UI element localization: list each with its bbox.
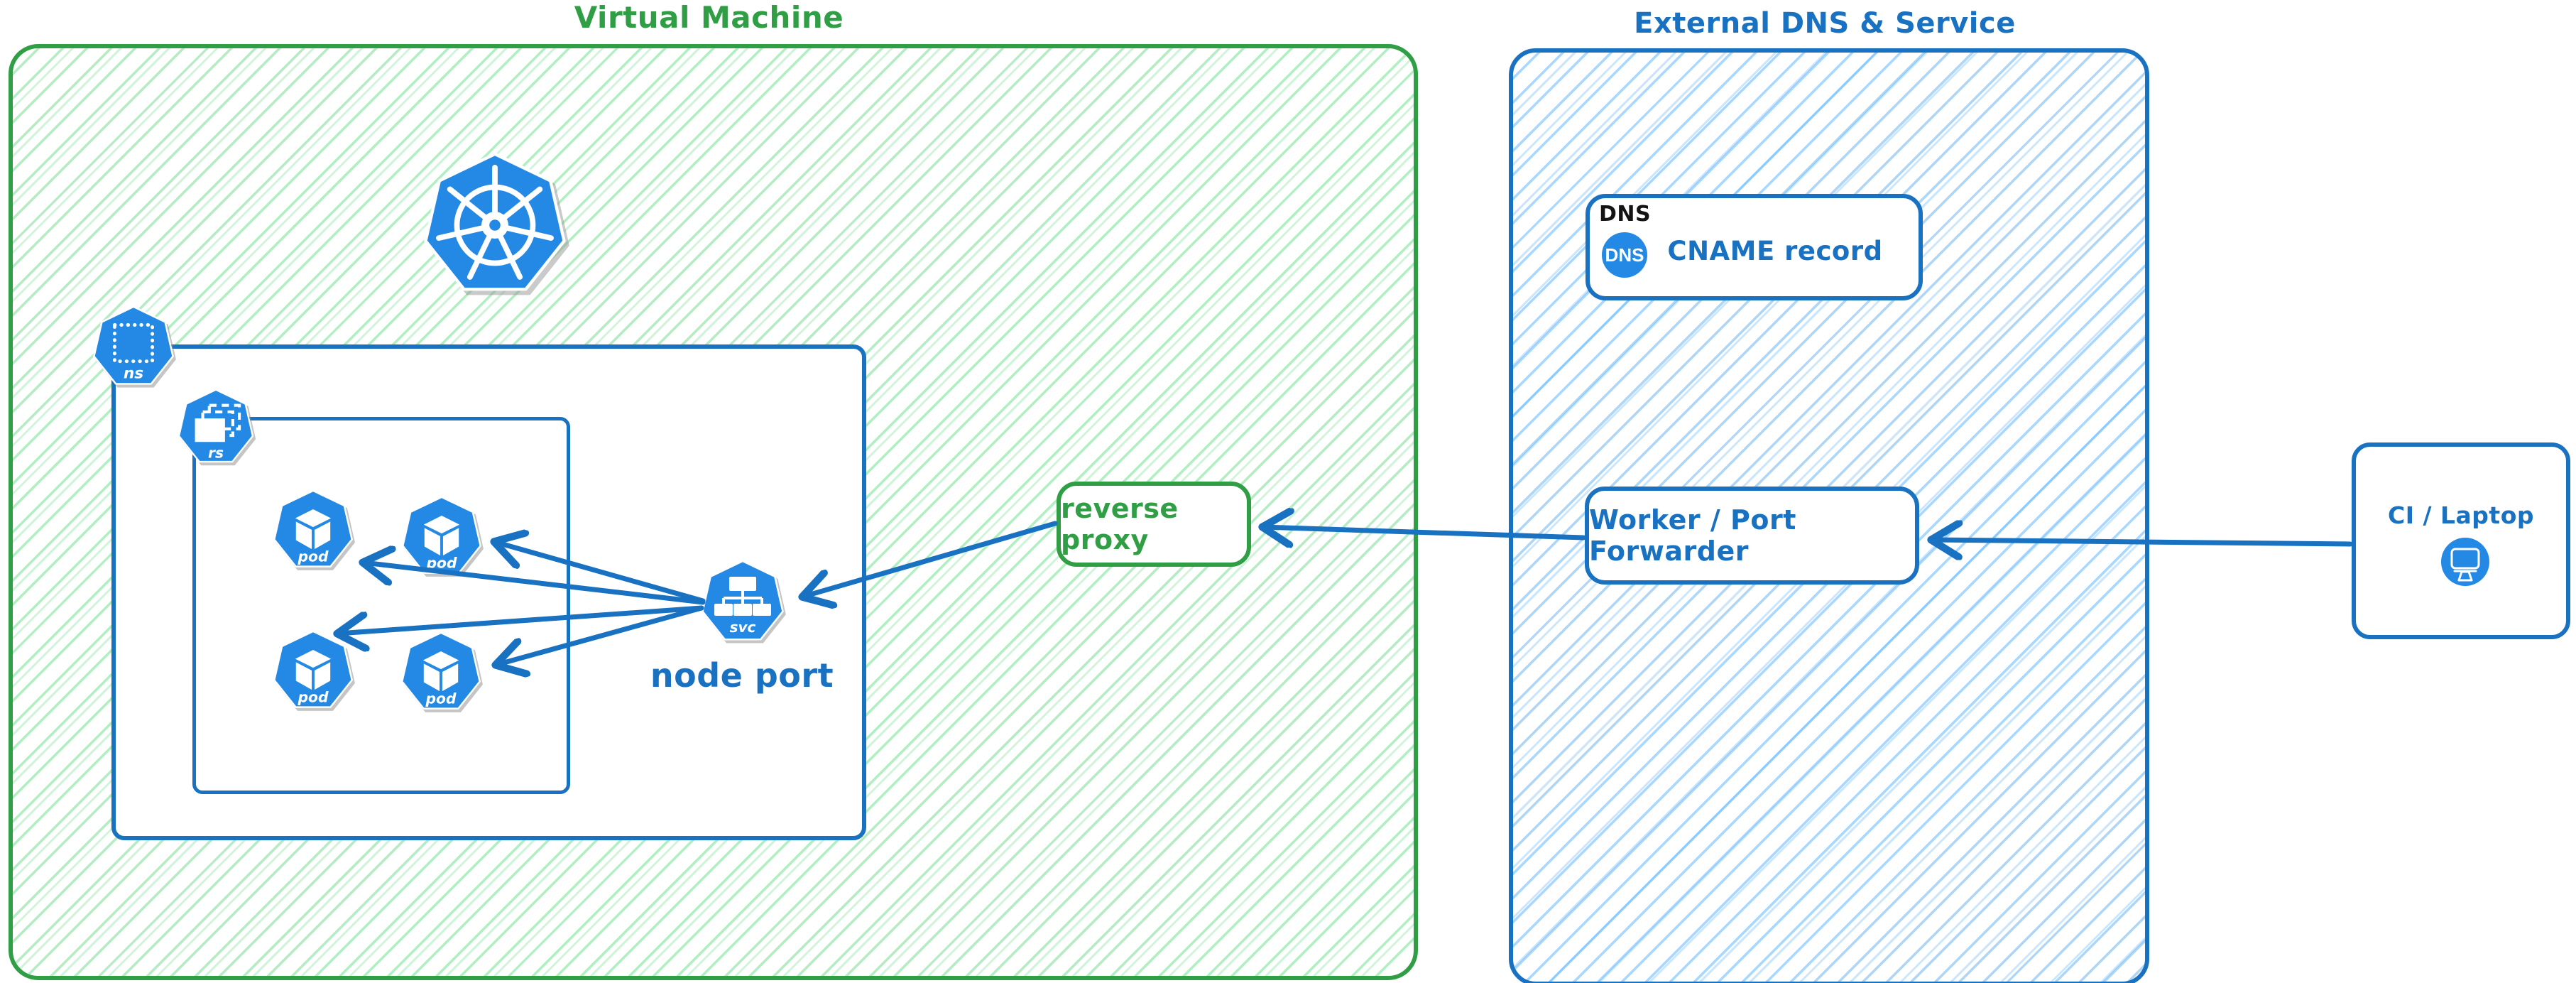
replicaset-icon: rs <box>175 387 256 468</box>
arrow-worker-to-reverseproxy <box>1263 527 1586 538</box>
ci-laptop-label: CI / Laptop <box>2387 501 2534 529</box>
pod-label: pod <box>297 548 328 565</box>
node-port-service-icon: svc <box>699 558 787 646</box>
replicaset-box <box>192 417 570 794</box>
arrow-svc-to-pod2 <box>495 542 706 604</box>
pod-label: pod <box>425 690 456 707</box>
arrow-reverseproxy-to-svc <box>803 521 1058 597</box>
worker-box: Worker / Port Forwarder <box>1585 487 1919 585</box>
arrow-svc-to-pod3 <box>338 605 704 634</box>
pod-icon: pod <box>271 488 356 573</box>
vm-group-title: Virtual Machine <box>574 0 844 35</box>
pod-label: pod <box>297 689 328 706</box>
dns-badge-icon: DNS <box>1602 232 1647 278</box>
kubernetes-logo-icon <box>419 149 571 301</box>
pod-icon: pod <box>398 630 484 715</box>
dns-tag-label: DNS <box>1599 202 1652 227</box>
ci-laptop-box <box>2352 442 2570 639</box>
namespace-icon: ns <box>90 304 177 391</box>
node-port-label: node port <box>650 656 834 695</box>
pod-icon: pod <box>399 494 484 580</box>
arrow-ci-to-worker <box>1932 540 2353 544</box>
reverse-proxy-box: reverse proxy <box>1057 482 1251 567</box>
arrow-svc-to-pod4 <box>496 605 704 665</box>
reverse-proxy-label: reverse proxy <box>1061 493 1179 555</box>
rs-badge-label: rs <box>208 444 224 461</box>
arrow-svc-to-pod1 <box>364 563 706 605</box>
svc-badge-label: svc <box>730 619 756 636</box>
worker-label: Worker / Port Forwarder <box>1589 504 1796 567</box>
monitor-icon <box>2440 537 2490 587</box>
ns-badge-label: ns <box>124 364 143 382</box>
dns-badge-label: DNS <box>1605 244 1644 266</box>
external-group-title: External DNS & Service <box>1634 7 2016 40</box>
cname-record-label: CNAME record <box>1667 236 1883 266</box>
